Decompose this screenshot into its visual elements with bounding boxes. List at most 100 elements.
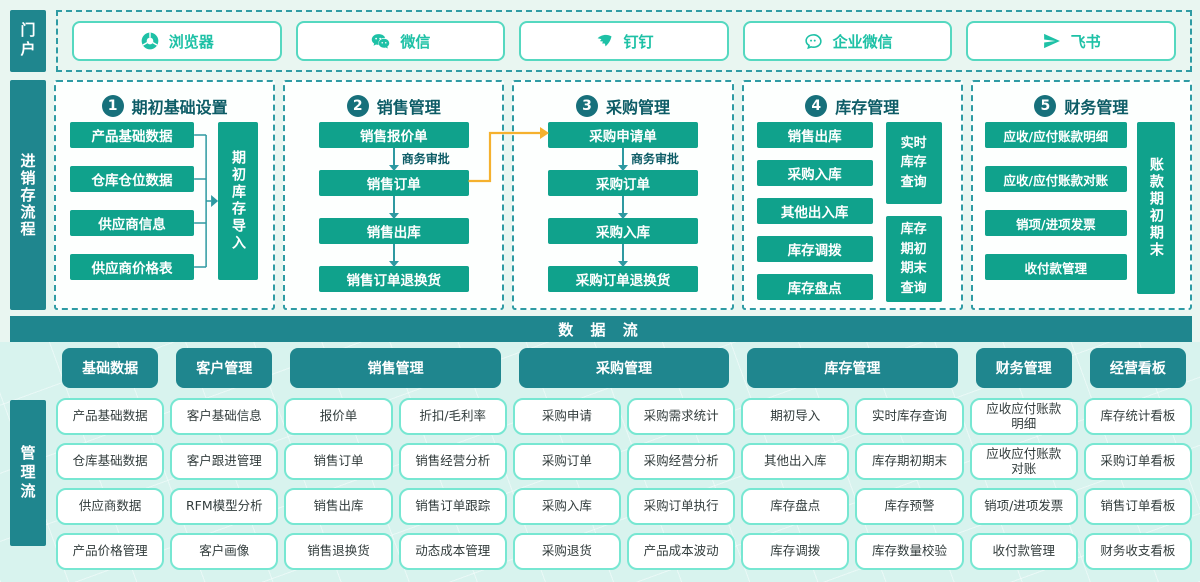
flow-box-label: 库存 期初 期末 查询: [900, 222, 927, 296]
section-number-badge: 4: [805, 95, 828, 117]
module-cell: 折扣/毛利率: [398, 398, 507, 435]
flow-box: 采购入库: [756, 160, 873, 186]
module-cell: 供应商数据: [56, 488, 165, 525]
flow-box: 其他出入库: [756, 198, 873, 224]
module-cell: 采购订单执行: [626, 488, 736, 525]
module-cell: 应收应付账款 对账: [969, 443, 1078, 480]
flow-box-label: 期初库存导入: [230, 150, 246, 252]
management-grid: 基础数据 客户管理 销售管理 采购管理 库存管理 财务管理 经营看板 产品基础数…: [56, 348, 1192, 570]
flow-box-vertical: 期初库存导入: [218, 122, 258, 280]
module-cell: 采购入库: [512, 488, 621, 525]
portal-item-wechat[interactable]: 微信: [295, 21, 506, 61]
flow-box-label: 实时 库存 查询: [900, 135, 927, 190]
group-header-customer: 客户管理: [176, 348, 273, 388]
module-cell: 销售订单: [284, 443, 393, 480]
portal-side-label: 门户: [10, 10, 46, 72]
module-cell: 销售出库: [284, 488, 393, 525]
flow-side-label: 进销存流程: [10, 80, 46, 310]
flow-box: 采购订单退换货: [548, 266, 698, 292]
module-cell: 财务收支看板: [1083, 533, 1192, 570]
section-header: 3 采购管理: [514, 94, 731, 118]
portal-container: 浏览器 微信 钉钉 企业微信: [56, 10, 1192, 72]
module-cell: 销项/进项发票: [969, 488, 1078, 525]
down-arrow: 商务审批: [618, 148, 679, 171]
module-cell: 库存统计看板: [1083, 398, 1192, 435]
section-number-badge: 3: [576, 95, 598, 117]
wecom-icon: [803, 31, 824, 52]
sales-steps: 销售报价单 商务审批 销售订单 销售出库 销售订单退换货: [318, 122, 469, 292]
group-header-dashboard: 经营看板: [1089, 348, 1186, 388]
management-side-label: 管理流: [10, 400, 46, 546]
inventory-boxes: 销售出库 采购入库 其他出入库 库存调拨 库存盘点: [756, 122, 873, 300]
portal-item-feishu[interactable]: 飞书: [966, 21, 1176, 61]
portal-item-browser[interactable]: 浏览器: [72, 21, 282, 61]
module-cell: 库存数量校验: [855, 533, 964, 570]
module-cell: RFM模型分析: [170, 488, 279, 525]
down-arrow: [618, 196, 628, 219]
module-cell: 产品成本波动: [626, 533, 736, 570]
module-cell: 库存盘点: [741, 488, 850, 525]
module-cell: 其他出入库: [741, 443, 850, 480]
feishu-icon: [1042, 31, 1062, 51]
module-cell: 产品基础数据: [56, 398, 165, 435]
flow-box: 应收/应付账款对账: [984, 166, 1127, 192]
section-title: 库存管理: [835, 98, 900, 117]
flow-box-vertical: 实时 库存 查询: [885, 122, 942, 204]
dingtalk-icon: [594, 31, 614, 51]
flow-box: 销售订单: [318, 170, 469, 196]
module-cell: 应收应付账款 明细: [969, 398, 1078, 435]
group-header-inventory: 库存管理: [747, 348, 958, 388]
module-cell: 采购订单: [512, 443, 621, 480]
portal-section: 门户 浏览器 微信 钉钉: [10, 10, 1192, 72]
module-cell: 销售订单跟踪: [398, 488, 507, 525]
flow-box-label: 账款期初期末: [1147, 157, 1164, 259]
purchase-steps: 采购申请单 商务审批 采购订单 采购入库 采购订单退换货: [548, 122, 698, 292]
down-arrow: 商务审批: [388, 148, 450, 171]
down-arrow: [618, 244, 628, 267]
module-cell: 采购订单看板: [1083, 443, 1192, 480]
module-cell: 采购退货: [512, 533, 621, 570]
group-header-finance: 财务管理: [975, 348, 1072, 388]
flow-box: 供应商价格表: [70, 254, 194, 280]
section-header: 2 销售管理: [285, 94, 502, 118]
flow-box: 供应商信息: [70, 210, 194, 236]
portal-item-wecom[interactable]: 企业微信: [742, 21, 953, 61]
portal-item-dingtalk[interactable]: 钉钉: [519, 21, 729, 61]
module-cell: 期初导入: [741, 398, 850, 435]
inventory-flow-section: 进销存流程 1 期初基础设置 产品基础数据 仓库仓位数据 供应商信息 供应商价格…: [10, 80, 1193, 310]
module-cell: 动态成本管理: [398, 533, 507, 570]
flow-box: 库存盘点: [756, 274, 873, 300]
browser-icon: [140, 31, 160, 51]
module-cell: 产品价格管理: [56, 533, 165, 570]
flow-box: 销售报价单: [318, 122, 469, 148]
module-cell: 库存期初期末: [855, 443, 964, 480]
wechat-icon: [370, 31, 391, 52]
flow-box: 采购订单: [548, 170, 698, 196]
flow-box: 销售订单退换货: [318, 266, 469, 292]
module-cell: 客户跟进管理: [170, 443, 279, 480]
module-cell: 收付款管理: [969, 533, 1078, 570]
module-cell: 采购需求统计: [626, 398, 736, 435]
flow-section-finance: 5 财务管理 应收/应付账款明细 应收/应付账款对账 销项/进项发票 收付款管理…: [970, 80, 1193, 310]
management-section: 管理流 基础数据 客户管理 销售管理 采购管理 库存管理 财务管理 经营看板 产…: [10, 348, 1192, 574]
module-cell: 实时库存查询: [855, 398, 964, 435]
flow-box: 收付款管理: [984, 254, 1127, 280]
initial-setup-boxes: 产品基础数据 仓库仓位数据 供应商信息 供应商价格表: [70, 122, 194, 280]
module-cell: 销售经营分析: [398, 443, 507, 480]
flow-box: 采购申请单: [548, 122, 698, 148]
flow-box: 销售出库: [318, 218, 469, 244]
flow-box: 销项/进项发票: [984, 210, 1127, 236]
flow-box: 采购入库: [548, 218, 698, 244]
module-cell: 客户画像: [170, 533, 279, 570]
module-cell: 采购申请: [512, 398, 621, 435]
down-arrow: [388, 196, 399, 219]
portal-item-label: 飞书: [1070, 32, 1101, 51]
section-header: 4 库存管理: [744, 94, 961, 118]
flow-box-vertical: 库存 期初 期末 查询: [885, 216, 942, 302]
portal-item-label: 钉钉: [623, 32, 654, 51]
finance-boxes: 应收/应付账款明细 应收/应付账款对账 销项/进项发票 收付款管理: [984, 122, 1127, 280]
module-cell: 采购经营分析: [626, 443, 736, 480]
flow-section-purchase: 3 采购管理 采购申请单 商务审批 采购订单 采购入库 采购订单退换货: [512, 80, 734, 310]
flow-section-initial-setup: 1 期初基础设置 产品基础数据 仓库仓位数据 供应商信息 供应商价格表 期初库存…: [54, 80, 276, 310]
group-header-basic-data: 基础数据: [62, 348, 159, 388]
